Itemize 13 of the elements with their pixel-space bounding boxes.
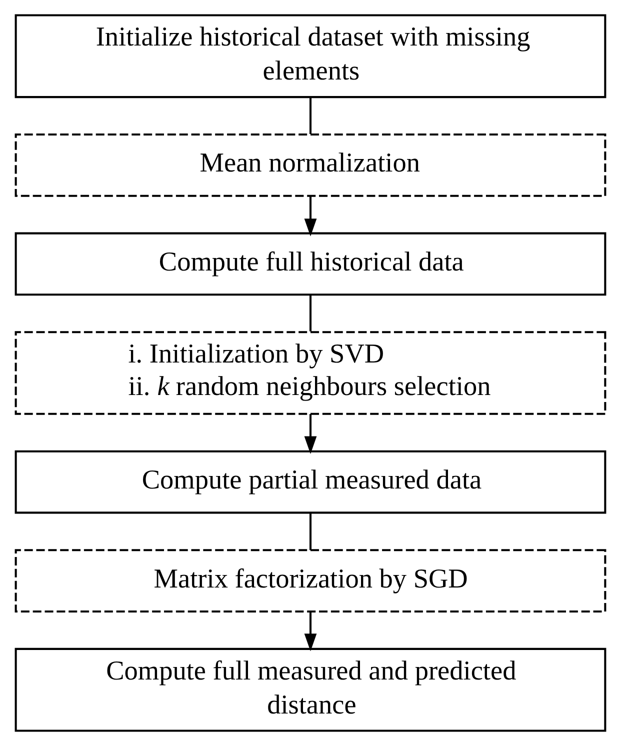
- node-box: Compute full historical data: [14, 232, 606, 296]
- node-box: i. Initialization by SVD ii. k random neighbours selection: [14, 331, 606, 415]
- arrow: [304, 612, 316, 652]
- connector: [308, 512, 312, 550]
- arrow: [304, 414, 316, 454]
- arrow: [304, 196, 316, 236]
- connector: [308, 295, 312, 332]
- node-box: Mean normalization: [14, 134, 606, 197]
- node-box: Matrix factorization by SGD: [14, 549, 606, 612]
- node-box: Compute partial measured data: [14, 450, 606, 514]
- node-box: Compute full measured and predicted distance: [14, 648, 606, 732]
- connector: [308, 97, 312, 134]
- node-box: Initialize historical dataset with missing elements: [14, 14, 606, 98]
